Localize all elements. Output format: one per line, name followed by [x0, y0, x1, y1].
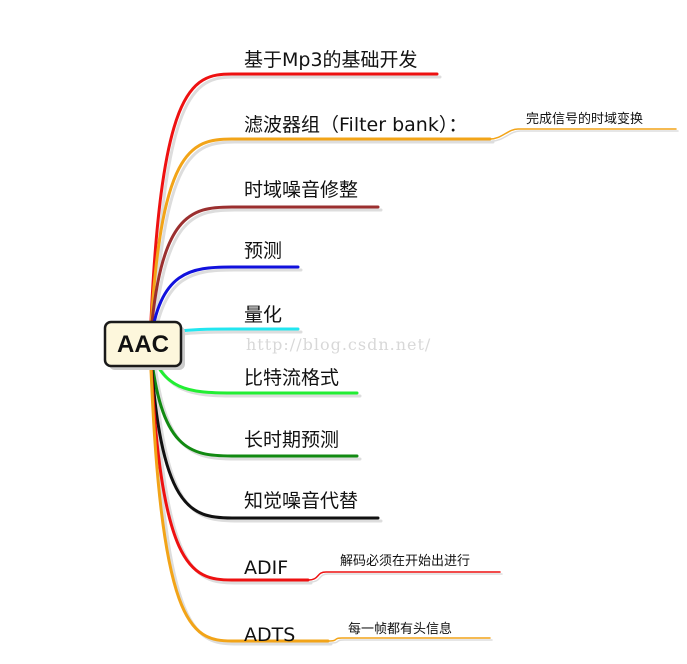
note-curve-adif [307, 571, 501, 581]
root-node[interactable]: AAC [103, 320, 185, 370]
branch-shadow-tns [151, 208, 383, 349]
branch-curve-prediction [148, 265, 300, 346]
note-label-filter-bank[interactable]: 完成信号的时域变换 [526, 111, 643, 127]
watermark-text: http://blog.csdn.net/ [246, 335, 431, 354]
branch-label-bitstream[interactable]: 比特流格式 [244, 367, 339, 389]
branch-curves [148, 72, 677, 643]
branch-label-filter-bank[interactable]: 滤波器组（Filter bank）： [244, 114, 467, 136]
branch-label-mp3-base[interactable]: 基于Mp3的基础开发 [244, 49, 418, 71]
note-shadow-filter-bank [491, 130, 679, 142]
branch-label-ltp[interactable]: 长时期预测 [244, 429, 339, 451]
branch-label-adts[interactable]: ADTS [244, 624, 295, 646]
branch-curve-filter-bank [148, 137, 492, 346]
root-node-box[interactable] [103, 320, 183, 368]
branch-shadow-filter-bank [151, 140, 495, 349]
branch-label-quantization[interactable]: 量化 [244, 304, 282, 326]
note-shadow-adts [329, 639, 493, 644]
branch-curve-ltp [148, 342, 359, 458]
note-shadow-adif [309, 573, 503, 583]
branch-curve-pns [148, 342, 380, 520]
note-label-adif[interactable]: 解码必须在开始出进行 [340, 554, 470, 569]
root-label: AAC [117, 331, 169, 358]
branch-curve-adts [148, 342, 330, 643]
branch-label-prediction[interactable]: 预测 [244, 240, 282, 262]
branch-label-adif[interactable]: ADIF [244, 557, 288, 579]
note-curve-adts [327, 637, 491, 642]
note-label-adts[interactable]: 每一帧都有头信息 [348, 621, 452, 637]
branch-label-pns[interactable]: 知觉噪音代替 [244, 490, 358, 512]
branch-curve-mp3-base [148, 72, 439, 346]
branch-label-tns[interactable]: 时域噪音修整 [244, 179, 358, 201]
note-curve-filter-bank [489, 128, 677, 140]
branch-curve-tns [148, 205, 380, 346]
